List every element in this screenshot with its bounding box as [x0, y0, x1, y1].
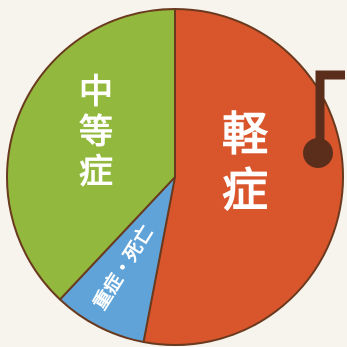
- slice-label-moderate: 中等症: [79, 72, 113, 192]
- pie-slice-moderate: [6, 8, 176, 301]
- pie-slice-mild: [142, 8, 344, 346]
- pie-slice-severe-death: [58, 176, 176, 344]
- marker-stem: [315, 70, 345, 150]
- slice-label-mild: 軽症: [222, 107, 269, 217]
- pie-slices: [6, 8, 344, 346]
- thermometer-marker-icon: [303, 70, 345, 168]
- marker-bulb: [303, 138, 333, 168]
